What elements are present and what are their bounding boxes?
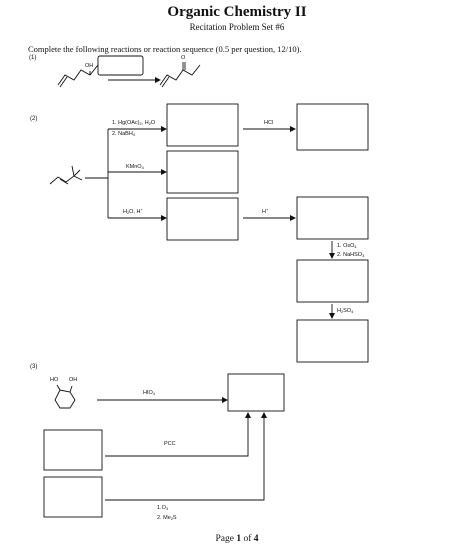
p3-arrowhead-pcc xyxy=(245,412,251,418)
p2-arrowhead-oso4 xyxy=(329,253,335,259)
p3-arrowhead-ozone xyxy=(261,412,267,418)
p1-ketone-double-bond xyxy=(161,76,170,88)
p3-answer-box-pcc-start xyxy=(43,429,103,471)
p3-arrow-pcc xyxy=(105,416,249,457)
p2-alkene-skeleton xyxy=(49,175,83,185)
p2-answer-box-bottom xyxy=(166,197,239,241)
p2-answer-box-final xyxy=(296,319,369,363)
p2-reagent-hg-oac: 1. Hg(OAc)2, H2O xyxy=(112,120,156,126)
p1-ketone-skeleton xyxy=(159,64,201,86)
page-subtitle: Recitation Problem Set #6 xyxy=(189,22,285,32)
p2-answer-box-hcl xyxy=(296,103,369,151)
p3-oh-label: OH xyxy=(69,377,78,383)
p3-answer-box-top xyxy=(227,373,285,412)
p2-answer-box-middle xyxy=(166,150,239,194)
p2-reagent-acid: H+ xyxy=(262,208,269,215)
p3-reagent-ozone: 1.O3 xyxy=(157,505,169,511)
p2-arrowhead-acid xyxy=(290,215,296,221)
p1-alcohol-double-bond xyxy=(59,76,68,88)
p3-ho-label: HO xyxy=(50,377,59,383)
problem-number-1: (1) xyxy=(29,55,37,61)
p1-arrowhead xyxy=(155,77,161,83)
p1-alcohol-skeleton xyxy=(57,64,99,86)
p2-alkene-branch-2 xyxy=(73,169,81,177)
p1-oh-label: OH xyxy=(85,63,94,69)
p2-arrowhead-top xyxy=(161,126,167,132)
p3-oh-bond-left xyxy=(56,384,61,391)
p2-reagent-h2so4: H2SO4 xyxy=(337,308,354,314)
p2-reagent-hcl: HCl xyxy=(264,120,274,126)
p2-reagent-nahso3: 2. NaHSO3 xyxy=(337,252,365,258)
page-title: Organic Chemistry II xyxy=(167,4,307,20)
p2-alkene-branch xyxy=(71,165,75,177)
p2-reagent-h2o-h: H2O, H+ xyxy=(123,208,143,215)
p2-arrowhead-hcl xyxy=(290,126,296,132)
p3-arrowhead-hio4 xyxy=(222,397,228,403)
p2-reagent-nabh4: 2. NaBH4 xyxy=(112,131,135,137)
page-footer: Page 1 of 4 xyxy=(215,534,259,544)
p2-arrowhead-h2so4 xyxy=(329,313,335,319)
p2-reagent-oso4: 1. OsO4 xyxy=(337,243,357,249)
p3-cyclohexane-ring xyxy=(54,389,76,409)
p2-answer-box-acid xyxy=(296,196,369,240)
p2-reagent-kmno4: KMnO4 xyxy=(126,164,144,170)
p3-reagent-me2s: 2. Me2S xyxy=(157,515,177,521)
p3-arrow-ozone xyxy=(105,416,265,501)
p3-answer-box-ozone-start xyxy=(43,476,103,518)
p2-arrowhead-middle xyxy=(161,169,167,175)
p2-answer-box-top xyxy=(166,103,239,147)
p1-o-label: O xyxy=(181,55,186,61)
p3-reagent-pcc: PCC xyxy=(164,441,176,447)
p3-oh-bond-right xyxy=(69,385,73,393)
problem-number-3: (3) xyxy=(30,364,38,370)
problem-number-2: (2) xyxy=(30,116,38,122)
p3-reagent-hio4: HIO4 xyxy=(143,390,155,396)
p2-answer-box-diol xyxy=(296,259,369,303)
instructions: Complete the following reactions or reac… xyxy=(28,44,302,54)
p2-alkene-double-bond xyxy=(59,178,69,185)
p2-arrowhead-bottom xyxy=(161,215,167,221)
p1-answer-box xyxy=(97,55,144,76)
